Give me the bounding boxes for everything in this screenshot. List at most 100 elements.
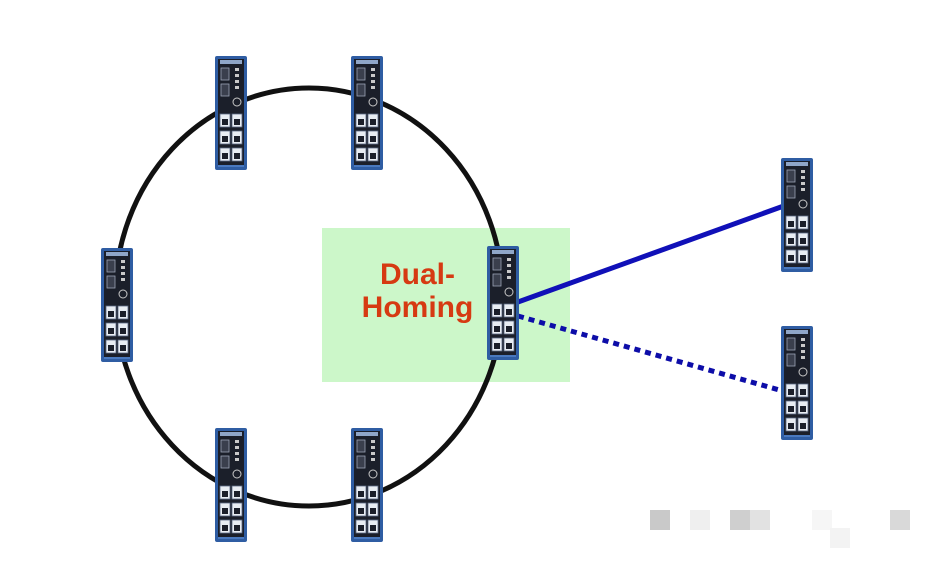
- status-led: [235, 452, 239, 455]
- rj45-socket: [358, 119, 364, 125]
- status-led: [371, 446, 375, 449]
- watermark-block: [812, 510, 832, 530]
- status-led: [371, 86, 375, 89]
- fiber-port: [220, 83, 230, 97]
- switch-base-strip: [218, 537, 244, 539]
- logo-mark: [118, 289, 128, 299]
- dashed-uplink: [517, 313, 791, 396]
- fiber-port: [356, 455, 366, 469]
- rj45-socket: [370, 491, 376, 497]
- rj45-socket: [506, 326, 512, 332]
- rj45-socket: [234, 119, 240, 125]
- fiber-port: [220, 67, 230, 81]
- logo-mark: [504, 287, 514, 297]
- dual-homing-label: Dual- Homing: [330, 258, 505, 324]
- watermark-block: [890, 510, 910, 530]
- switch-base-strip: [354, 537, 380, 539]
- status-led: [235, 68, 239, 71]
- ethernet-switch-icon: [215, 428, 247, 542]
- status-led: [235, 74, 239, 77]
- rj45-socket: [108, 311, 114, 317]
- fiber-port: [220, 439, 230, 453]
- fiber-port: [786, 169, 796, 183]
- status-led: [801, 188, 805, 191]
- rj45-socket: [788, 238, 794, 244]
- rj45-socket: [788, 221, 794, 227]
- rj45-socket: [800, 221, 806, 227]
- fiber-port: [356, 83, 366, 97]
- rj45-socket: [222, 153, 228, 159]
- fiber-port: [786, 337, 796, 351]
- status-led: [121, 272, 125, 275]
- fiber-port: [356, 67, 366, 81]
- logo-mark: [232, 469, 242, 479]
- dual-homing-highlight: [322, 228, 570, 382]
- logo-mark: [798, 199, 808, 209]
- rj45-socket: [358, 153, 364, 159]
- logo-mark: [368, 469, 378, 479]
- switch-base-strip: [784, 435, 810, 437]
- status-led: [121, 278, 125, 281]
- ethernet-switch-icon: [781, 158, 813, 272]
- switch-base-strip: [218, 165, 244, 167]
- rj45-socket: [234, 153, 240, 159]
- rj45-socket: [120, 345, 126, 351]
- rj45-socket: [222, 136, 228, 142]
- rj45-socket: [370, 119, 376, 125]
- fiber-port: [106, 275, 116, 289]
- watermark-block: [690, 510, 710, 530]
- rj45-socket: [788, 406, 794, 412]
- rj45-socket: [358, 491, 364, 497]
- status-led: [371, 440, 375, 443]
- status-led: [371, 68, 375, 71]
- ethernet-switch-icon: [101, 248, 133, 362]
- rj45-socket: [800, 389, 806, 395]
- status-led: [507, 276, 511, 279]
- ethernet-switch-icon: [351, 56, 383, 170]
- status-led: [121, 260, 125, 263]
- fiber-port: [356, 439, 366, 453]
- rj45-socket: [234, 136, 240, 142]
- rj45-socket: [506, 309, 512, 315]
- rj45-socket: [800, 238, 806, 244]
- rj45-socket: [358, 508, 364, 514]
- label-line-2: Homing: [361, 291, 474, 324]
- status-led: [801, 170, 805, 173]
- rj45-socket: [494, 309, 500, 315]
- rj45-socket: [222, 508, 228, 514]
- rj45-socket: [370, 153, 376, 159]
- switch-base-strip: [354, 165, 380, 167]
- fiber-port: [492, 273, 502, 287]
- watermark-block: [730, 510, 750, 530]
- switches-group: [101, 56, 813, 542]
- status-led: [235, 446, 239, 449]
- rj45-socket: [370, 508, 376, 514]
- rj45-socket: [506, 343, 512, 349]
- status-led: [235, 86, 239, 89]
- ethernet-switch-icon: [351, 428, 383, 542]
- watermark-block: [650, 510, 670, 530]
- rj45-socket: [358, 525, 364, 531]
- switch-brand-strip: [220, 60, 242, 64]
- switch-brand-strip: [786, 162, 808, 166]
- ethernet-switch-icon: [487, 246, 519, 360]
- switch-brand-strip: [106, 252, 128, 256]
- ethernet-switch-icon: [215, 56, 247, 170]
- rj45-socket: [800, 255, 806, 261]
- status-led: [507, 270, 511, 273]
- status-led: [371, 80, 375, 83]
- status-led: [801, 356, 805, 359]
- fiber-port: [786, 353, 796, 367]
- switch-base-strip: [490, 355, 516, 357]
- ethernet-switch-icon: [781, 326, 813, 440]
- rj45-socket: [120, 328, 126, 334]
- switch-base-strip: [784, 267, 810, 269]
- rj45-socket: [788, 389, 794, 395]
- rj45-socket: [358, 136, 364, 142]
- switch-brand-strip: [356, 60, 378, 64]
- logo-mark: [798, 367, 808, 377]
- rj45-socket: [800, 406, 806, 412]
- watermark-block: [750, 510, 770, 530]
